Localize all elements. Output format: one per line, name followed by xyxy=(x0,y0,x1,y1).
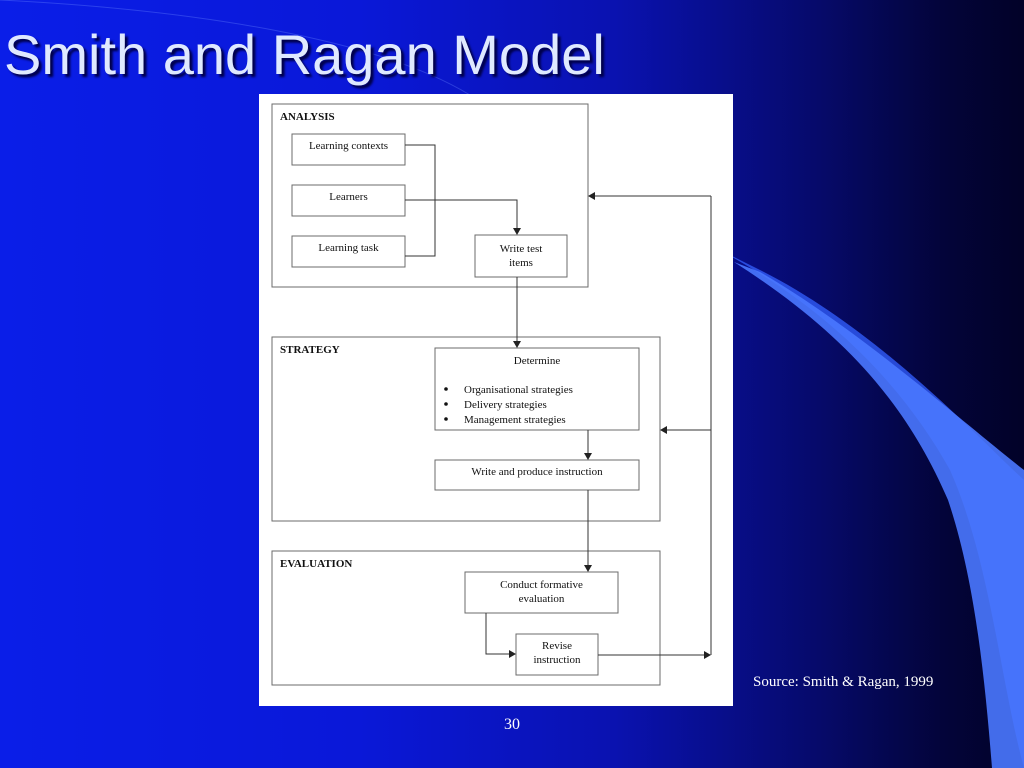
revise-instruction-label-line2: instruction xyxy=(533,654,581,666)
write-test-items-label-line2: items xyxy=(509,257,533,269)
learning-task-label: Learning task xyxy=(318,242,379,254)
revise-instruction-box xyxy=(515,633,599,676)
arrowhead xyxy=(584,565,592,572)
evaluation-stage-label: EVALUATION xyxy=(280,558,352,570)
bullet-dot xyxy=(444,387,448,391)
arrowhead xyxy=(588,192,595,200)
smith-ragan-diagram: ANALYSIS Learning contexts Learners Lear… xyxy=(259,94,733,706)
page-number: 30 xyxy=(504,716,520,733)
source-citation: Source: Smith & Ragan, 1999 xyxy=(753,674,934,690)
arrowhead xyxy=(704,651,711,659)
management-strategies-item: Management strategies xyxy=(464,414,566,426)
bullet-dot xyxy=(444,402,448,406)
bullet-dot xyxy=(444,417,448,421)
conduct-formative-label-line1: Conduct formative xyxy=(500,579,583,591)
learning-task-box xyxy=(291,235,406,268)
conduct-formative-evaluation-box xyxy=(464,571,619,614)
learners-label: Learners xyxy=(329,191,367,203)
write-test-items-label-line1: Write test xyxy=(500,243,543,255)
determine-box xyxy=(434,347,640,431)
write-produce-instruction-box xyxy=(434,459,640,491)
diagram-canvas: ANALYSIS Learning contexts Learners Lear… xyxy=(271,103,712,686)
analysis-to-test-items-connector xyxy=(405,199,518,228)
organisational-strategies-item: Organisational strategies xyxy=(464,384,573,396)
analysis-stage-label: ANALYSIS xyxy=(280,111,335,123)
conduct-formative-label-line2: evaluation xyxy=(519,593,565,605)
learning-contexts-box xyxy=(291,133,406,166)
learning-contexts-label: Learning contexts xyxy=(309,140,388,152)
arrowhead xyxy=(509,650,516,658)
arrowhead xyxy=(513,341,521,348)
arrowhead xyxy=(584,453,592,460)
revise-instruction-label-line1: Revise xyxy=(542,640,572,652)
arrowhead xyxy=(660,426,667,434)
write-produce-instruction-label: Write and produce instruction xyxy=(471,466,603,478)
learners-box xyxy=(291,184,406,217)
write-test-items-box xyxy=(474,234,568,278)
formative-to-revise-connector xyxy=(485,613,509,655)
arrowhead xyxy=(513,228,521,235)
strategy-stage-label: STRATEGY xyxy=(280,344,340,356)
determine-heading: Determine xyxy=(514,355,561,367)
evaluation-stage-frame xyxy=(271,550,661,686)
delivery-strategies-item: Delivery strategies xyxy=(464,399,547,411)
slide-title: Smith and Ragan Model xyxy=(4,23,605,86)
